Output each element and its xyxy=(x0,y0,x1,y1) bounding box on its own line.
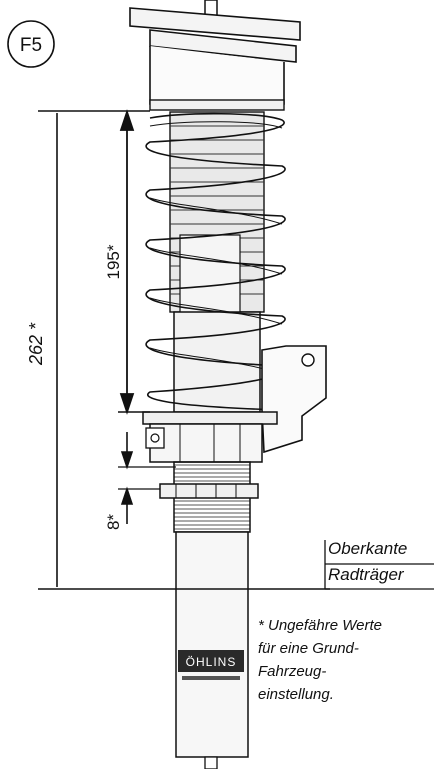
top-mount xyxy=(129,7,301,111)
brand-label: ÖHLINS xyxy=(178,650,244,680)
figure-id-label: F5 xyxy=(20,35,42,56)
reference-line2: Radträger xyxy=(328,565,404,584)
spring-length-label: 195* xyxy=(104,244,123,279)
figure-badge: F5 xyxy=(7,20,55,68)
lock-ring xyxy=(159,483,259,499)
reference-line1: Oberkante xyxy=(328,539,408,558)
footnote: * Ungefähre Werte für eine Grund- Fahrze… xyxy=(258,614,428,706)
footnote-line: einstellung. xyxy=(258,686,334,703)
footnote-line: für eine Grund- xyxy=(258,640,359,657)
damper-body-lower xyxy=(175,531,249,758)
reference-bracket xyxy=(324,540,434,590)
brand-text: ÖHLINS xyxy=(186,655,237,669)
threaded-body xyxy=(159,461,259,533)
footnote-line: Fahrzeug- xyxy=(258,663,327,680)
dimension-spring xyxy=(118,109,150,415)
lower-mount xyxy=(204,756,218,769)
spring-seat xyxy=(142,411,278,463)
dimension-adjust xyxy=(118,432,176,524)
footnote-line: * Ungefähre Werte xyxy=(258,617,382,634)
dimension-total xyxy=(38,110,330,590)
adjust-gap-label: 8* xyxy=(104,514,123,530)
dust-boot xyxy=(169,111,265,316)
knuckle-bracket xyxy=(261,345,327,454)
total-length-label: 262 * xyxy=(26,322,46,366)
